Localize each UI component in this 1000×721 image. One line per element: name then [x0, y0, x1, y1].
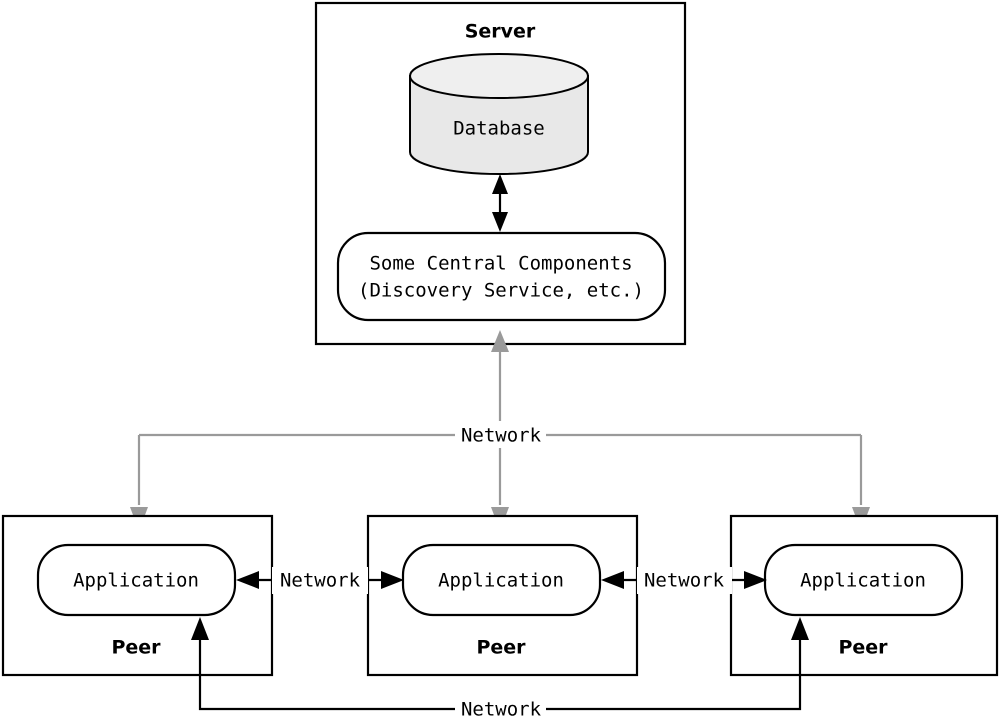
peer-1-group: Application Peer: [1, 514, 274, 677]
server-label: Server: [465, 21, 536, 43]
peer-3-application-label: Application: [800, 570, 926, 592]
network-link-peer1-peer3-bottom: Network: [191, 617, 809, 721]
network-label-12-bg: [272, 567, 368, 594]
network-bus-gray: Network: [130, 330, 870, 545]
network-link-peer2-peer3: Network: [601, 567, 767, 594]
network-bus-label-bg: [455, 421, 546, 448]
arrow-head-left-peer1-icon: [236, 571, 259, 589]
peer-1-application-label: Application: [73, 570, 199, 592]
network-label-23-bg: [637, 567, 732, 594]
arrow-head-up-icon: [492, 174, 508, 194]
arrow-head-up-peer3-bottom-icon: [791, 617, 809, 640]
central-components-line1: Some Central Components: [369, 253, 632, 275]
network-label-13-bg: [455, 696, 546, 721]
db-components-bidirectional-arrow: [492, 174, 508, 232]
central-components-box: [336, 231, 667, 322]
central-components-line2: (Discovery Service, etc.): [358, 280, 644, 302]
database-cylinder-body: [409, 75, 589, 175]
network-label-peer2-peer3: Network: [644, 570, 725, 592]
server-group: Server Database Some Central Components …: [314, 1, 687, 346]
arrow-head-up-peer1-bottom-icon: [191, 617, 209, 640]
arrow-head-right-peer2-icon: [381, 571, 404, 589]
peer-1-application-box: [36, 543, 237, 617]
network-label-peer1-peer2: Network: [280, 570, 361, 592]
peer-3-group: Application Peer: [729, 514, 999, 677]
network-label-server-bus: Network: [461, 425, 542, 447]
peer-1-label: Peer: [111, 637, 161, 659]
network-label-peer1-peer3: Network: [461, 699, 542, 721]
peer-2-label: Peer: [476, 637, 526, 659]
arrow-head-left-peer2-icon: [601, 571, 624, 589]
peer-2-application-label: Application: [438, 570, 564, 592]
peer-2-group: Application Peer: [366, 514, 639, 677]
central-components-group: Some Central Components (Discovery Servi…: [336, 231, 667, 322]
database-cylinder-top: [409, 53, 589, 99]
arrow-head-right-peer3-icon: [744, 571, 767, 589]
arrow-head-down-icon: [492, 212, 508, 232]
peer-3-label: Peer: [838, 637, 888, 659]
database-label: Database: [453, 118, 545, 140]
database-cylinder: Database: [409, 53, 589, 175]
network-link-peer1-peer2: Network: [236, 567, 404, 594]
arrow-head-up-to-server-icon: [491, 330, 509, 352]
